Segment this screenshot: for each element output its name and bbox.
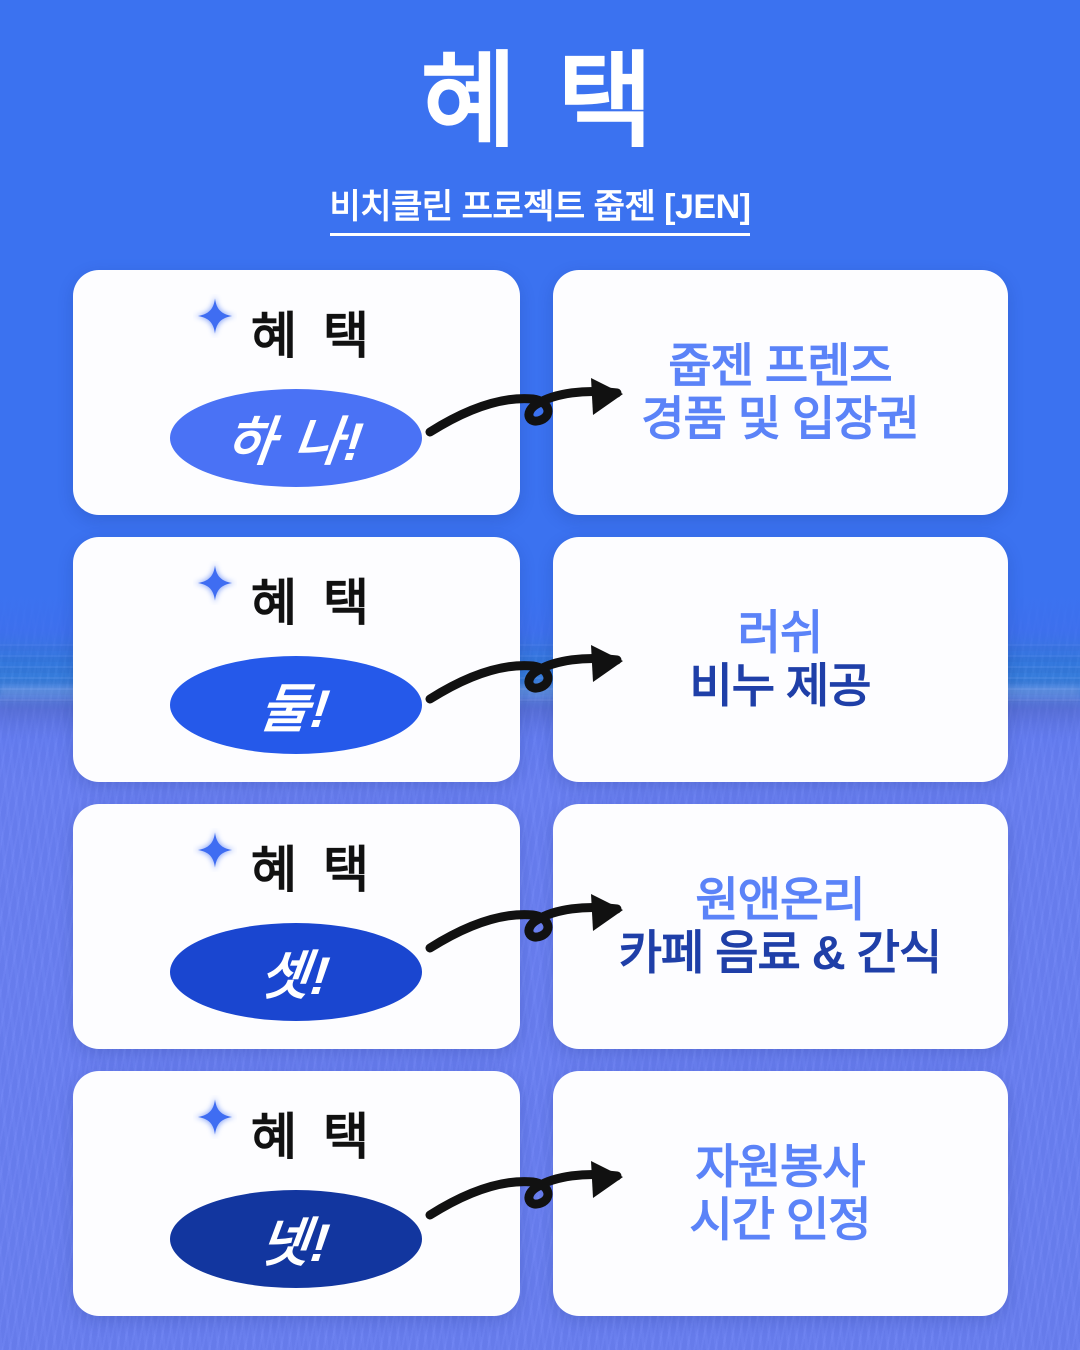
benefit-number-pill: 셋!	[170, 923, 422, 1021]
reward-line-1: 원앤온리	[695, 872, 866, 926]
benefit-reward-card: 줍젠 프렌즈 경품 및 입장권	[552, 270, 1008, 515]
benefit-number-text: 하 나!	[222, 413, 369, 472]
benefit-number-card: 혜 택 셋!	[72, 804, 520, 1049]
reward-line-1: 줍젠 프렌즈	[668, 338, 892, 392]
benefit-label: 혜 택	[251, 575, 375, 631]
reward-line-2: 시간 인정	[689, 1192, 871, 1246]
page-title: 혜 택	[420, 44, 660, 160]
benefit-row: 혜 택 넷! 자원봉사 시간 인정	[0, 1071, 1080, 1316]
page-subtitle: 비치클린 프로젝트 줍젠 [JEN]	[329, 179, 751, 237]
reward-line-2: 카페 음료 & 간식	[618, 925, 943, 979]
benefit-number-text: 둘!	[256, 680, 335, 739]
sparkle-icon	[193, 562, 236, 604]
benefit-number-pill: 하 나!	[170, 389, 422, 487]
reward-text: 줍젠 프렌즈 경품 및 입장권	[625, 338, 935, 445]
benefit-label: 혜 택	[251, 1109, 375, 1165]
reward-text: 러쉬 비누 제공	[673, 605, 886, 712]
reward-line-1: 자원봉사	[695, 1139, 866, 1193]
reward-line-2: 경품 및 입장권	[641, 391, 920, 445]
benefit-number-text: 넷!	[256, 1214, 335, 1273]
benefit-reward-card: 러쉬 비누 제공	[552, 537, 1008, 782]
poster-header: 혜 택 비치클린 프로젝트 줍젠 [JEN]	[0, 0, 1080, 237]
reward-text: 자원봉사 시간 인정	[673, 1139, 886, 1246]
subtitle-container: 비치클린 프로젝트 줍젠 [JEN]	[0, 179, 1080, 237]
benefit-row: 혜 택 하 나! 줍젠 프렌즈 경품 및 입장권	[0, 270, 1080, 515]
benefit-row: 혜 택 둘! 러쉬 비누 제공	[0, 537, 1080, 782]
reward-line-2: 비누 제공	[689, 658, 871, 712]
benefit-number-pill: 넷!	[170, 1190, 422, 1288]
reward-text: 원앤온리 카페 음료 & 간식	[603, 872, 958, 979]
benefit-reward-card: 자원봉사 시간 인정	[552, 1071, 1008, 1316]
benefit-number-card: 혜 택 둘!	[72, 537, 520, 782]
benefit-list: 혜 택 하 나! 줍젠 프렌즈 경품 및 입장권	[0, 270, 1080, 1338]
sparkle-icon	[193, 295, 236, 337]
sparkle-icon	[193, 829, 236, 871]
benefit-reward-card: 원앤온리 카페 음료 & 간식	[552, 804, 1008, 1049]
benefit-number-text: 셋!	[256, 947, 335, 1006]
sparkle-icon	[193, 1096, 236, 1138]
benefit-label: 혜 택	[251, 842, 375, 898]
benefit-number-pill: 둘!	[170, 656, 422, 754]
benefit-label: 혜 택	[251, 308, 375, 364]
benefit-number-card: 혜 택 하 나!	[72, 270, 520, 515]
benefit-number-card: 혜 택 넷!	[72, 1071, 520, 1316]
reward-line-1: 러쉬	[737, 605, 823, 659]
benefit-row: 혜 택 셋! 원앤온리 카페 음료 & 간식	[0, 804, 1080, 1049]
